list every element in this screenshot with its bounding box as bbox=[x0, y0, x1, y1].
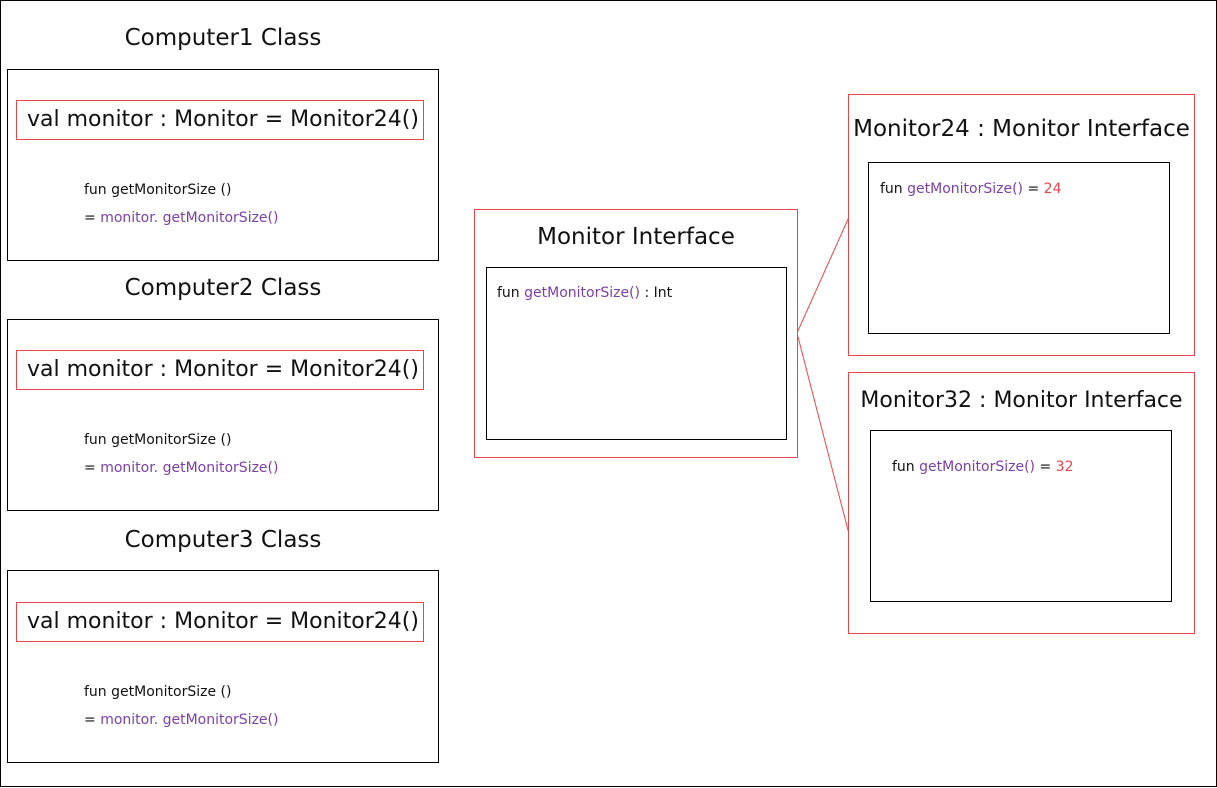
receiver-name: monitor. bbox=[100, 210, 159, 226]
receiver-name: monitor. bbox=[100, 712, 159, 728]
method-name: getMonitorSize() bbox=[907, 181, 1024, 197]
computer1-fun-decl: fun getMonitorSize () bbox=[84, 182, 232, 198]
fun-keyword: fun bbox=[880, 181, 903, 197]
monitor-interface-container: Monitor Interface fun getMonitorSize() :… bbox=[474, 209, 798, 458]
computer3-class-box: val monitor : Monitor = Monitor24() fun … bbox=[7, 570, 439, 763]
method-name: getMonitorSize() bbox=[524, 285, 641, 301]
computer1-property: val monitor : Monitor = Monitor24() bbox=[16, 100, 424, 140]
computer2-fun-body: = monitor. getMonitorSize() bbox=[84, 458, 278, 478]
method-call: getMonitorSize() bbox=[162, 210, 279, 226]
fun-keyword: fun bbox=[892, 459, 915, 475]
equals-sign: = bbox=[1039, 459, 1052, 475]
monitor32-container: Monitor32 : Monitor Interface fun getMon… bbox=[848, 372, 1195, 634]
return-value: 24 bbox=[1043, 181, 1062, 197]
assign-operator: = bbox=[84, 712, 96, 728]
computer1-title: Computer1 Class bbox=[124, 25, 322, 51]
computer2-property: val monitor : Monitor = Monitor24() bbox=[16, 350, 424, 390]
monitor32-title: Monitor32 : Monitor Interface bbox=[860, 388, 1183, 413]
return-value: 32 bbox=[1055, 459, 1074, 475]
computer3-property: val monitor : Monitor = Monitor24() bbox=[16, 602, 424, 642]
computer1-class-box: val monitor : Monitor = Monitor24() fun … bbox=[7, 69, 439, 261]
computer2-fun-decl: fun getMonitorSize () bbox=[84, 432, 232, 448]
monitor32-method: fun getMonitorSize() = 32 bbox=[892, 457, 1073, 477]
monitor32-body: fun getMonitorSize() = 32 bbox=[870, 430, 1172, 602]
monitor-interface-title: Monitor Interface bbox=[537, 224, 735, 250]
receiver-name: monitor. bbox=[100, 460, 159, 476]
connector-to-monitor32 bbox=[796, 332, 850, 535]
method-call: getMonitorSize() bbox=[162, 460, 279, 476]
computer3-fun-decl: fun getMonitorSize () bbox=[84, 684, 232, 700]
computer2-class-box: val monitor : Monitor = Monitor24() fun … bbox=[7, 319, 439, 511]
connector-to-monitor24 bbox=[796, 216, 850, 334]
monitor24-body: fun getMonitorSize() = 24 bbox=[868, 162, 1170, 334]
computer1-fun-body: = monitor. getMonitorSize() bbox=[84, 208, 278, 228]
monitor24-method: fun getMonitorSize() = 24 bbox=[880, 179, 1061, 199]
method-call: getMonitorSize() bbox=[162, 712, 279, 728]
monitor-interface-body: fun getMonitorSize() : Int bbox=[486, 267, 787, 440]
computer3-fun-body: = monitor. getMonitorSize() bbox=[84, 710, 278, 730]
computer2-title: Computer2 Class bbox=[124, 275, 322, 301]
monitor24-title: Monitor24 : Monitor Interface bbox=[853, 116, 1190, 142]
monitor24-container: Monitor24 : Monitor Interface fun getMon… bbox=[848, 94, 1195, 356]
fun-keyword: fun bbox=[497, 285, 520, 301]
computer3-title: Computer3 Class bbox=[124, 527, 322, 553]
return-type: : Int bbox=[644, 285, 673, 301]
assign-operator: = bbox=[84, 210, 96, 226]
assign-operator: = bbox=[84, 460, 96, 476]
equals-sign: = bbox=[1027, 181, 1040, 197]
method-name: getMonitorSize() bbox=[919, 459, 1036, 475]
interface-method-signature: fun getMonitorSize() : Int bbox=[497, 283, 672, 303]
